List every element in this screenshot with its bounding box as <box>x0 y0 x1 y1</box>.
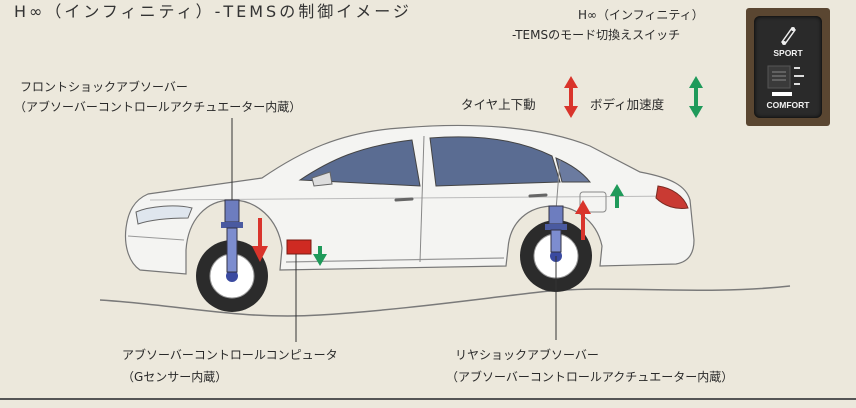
mode-slider[interactable] <box>766 64 810 98</box>
computer-body-arrow <box>313 246 327 266</box>
front-shock-label-line2: （アブソーバーコントロールアクチュエーター内蔵） <box>14 100 302 114</box>
tire-legend-double-arrow-icon <box>564 76 578 118</box>
front-shock-absorber <box>221 118 243 273</box>
diagram-title: H∞（インフィニティ）-TEMSの制御イメージ <box>14 2 412 21</box>
legend-body-label: ボディ加速度 <box>590 97 665 112</box>
legend-tire-label: タイヤ上下動 <box>461 97 536 112</box>
computer-label-line2: （Gセンサー内蔵） <box>122 370 228 384</box>
door-handle-front <box>394 197 414 202</box>
rear-window <box>429 136 561 187</box>
rear-tire-arrow <box>575 200 591 240</box>
rear-shock-label-line1: リヤショックアブソーバー <box>455 348 599 362</box>
door-line-rear <box>555 159 561 211</box>
rear-quarter-glass <box>555 157 592 183</box>
body-legend-double-arrow-icon <box>689 76 703 118</box>
headlight <box>135 205 193 225</box>
mode-switch[interactable]: SPORT COMFORT <box>754 16 822 118</box>
rear-shock-label-line2: （アブソーバーコントロールアクチュエーター内蔵） <box>446 370 734 384</box>
door-line-front <box>419 135 425 263</box>
side-mirror <box>311 171 333 187</box>
car-icon <box>780 26 797 46</box>
road-line <box>99 285 791 317</box>
absorber-control-computer <box>286 239 312 255</box>
car-beltline <box>149 195 681 201</box>
comfort-mode-label: COMFORT <box>766 100 810 110</box>
front-bumper <box>127 235 185 241</box>
sport-mode-label: SPORT <box>773 48 803 58</box>
fuel-lid <box>579 191 607 213</box>
door-handle-rear <box>528 193 548 198</box>
switch-caption-line2: -TEMSのモード切換えスイッチ <box>512 28 681 42</box>
front-tire-arrow <box>252 218 268 262</box>
switch-caption-line1: H∞（インフィニティ） <box>578 8 704 22</box>
rear-shock-absorber <box>545 205 567 340</box>
computer-label-line1: アブソーバーコントロールコンピュータ <box>122 348 338 362</box>
mode-switch-panel: SPORT COMFORT <box>746 8 830 126</box>
front-wheel <box>196 240 268 312</box>
rear-body-arrow <box>610 184 624 208</box>
tail-light <box>655 185 689 209</box>
front-shock-label-line1: フロントショックアブソーバー <box>20 80 188 94</box>
bottom-rule <box>0 398 856 400</box>
